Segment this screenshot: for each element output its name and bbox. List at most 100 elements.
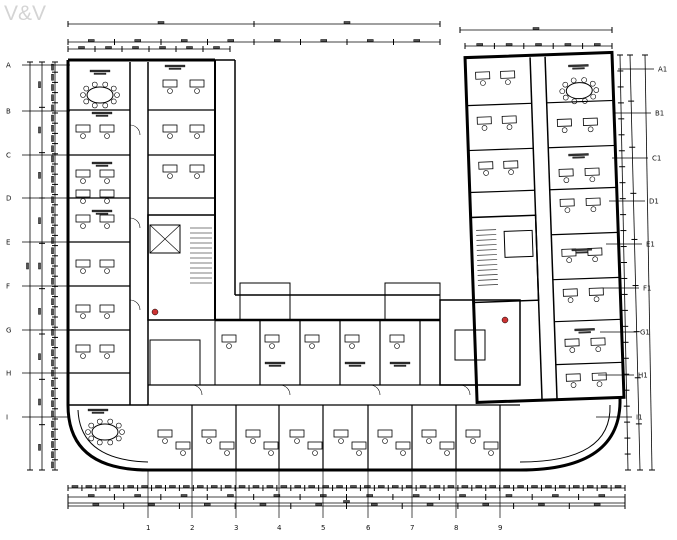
axis-label-1: 1 [146, 524, 150, 532]
dim-value [459, 494, 466, 497]
axis-label-2: 2 [190, 524, 194, 532]
dim-value [159, 46, 166, 49]
desk [99, 259, 115, 268]
chair [394, 343, 400, 349]
chair [167, 133, 173, 139]
room-label [264, 361, 286, 365]
chair [444, 450, 450, 456]
desk [189, 79, 205, 88]
desk [395, 441, 411, 450]
conference-table [86, 86, 114, 104]
chair [107, 418, 114, 425]
stair-step [477, 274, 498, 276]
desk [559, 198, 575, 207]
dim-value [322, 485, 329, 488]
stair-step [477, 259, 498, 261]
dim-value [210, 485, 218, 488]
dim-value [371, 503, 378, 506]
dim-value [197, 485, 204, 488]
chair [83, 85, 90, 92]
chair [115, 435, 122, 442]
axis-label-C: C [6, 152, 11, 160]
furniture [75, 64, 509, 456]
dim-value [38, 217, 41, 224]
chair [104, 133, 110, 139]
chair [80, 353, 86, 359]
desk [591, 372, 607, 381]
dim-value [573, 485, 580, 488]
chair [426, 438, 432, 444]
room-label [93, 72, 107, 75]
dim-value [343, 21, 351, 24]
chair [593, 296, 600, 302]
chair [508, 169, 514, 175]
desk [556, 118, 572, 127]
dim-value [88, 39, 95, 42]
desk [162, 124, 178, 133]
dim-value [186, 46, 193, 49]
desk [503, 160, 519, 169]
room-label [91, 411, 105, 414]
room-label [344, 361, 366, 365]
chair [483, 170, 489, 176]
dim-value [51, 461, 54, 469]
chair [194, 88, 200, 94]
bottom-right-curved-wall-inner [519, 404, 611, 463]
corridor-wall [544, 56, 558, 400]
axis-label-D: D [6, 195, 11, 203]
chair [561, 127, 568, 133]
elevator [149, 224, 181, 254]
desk [99, 189, 115, 198]
dim-value [183, 485, 190, 488]
elevator [503, 229, 534, 258]
desk [189, 124, 205, 133]
chair [206, 438, 212, 444]
door-swing [191, 384, 203, 396]
axis-label-E: E [6, 239, 10, 247]
dim-value [38, 126, 41, 134]
stair-step [476, 254, 497, 256]
dim-value [51, 84, 54, 91]
chair [595, 346, 602, 352]
dim-value [180, 494, 188, 497]
restroom-right [454, 329, 486, 361]
desk [162, 79, 178, 88]
axis-label-7: 7 [410, 524, 414, 532]
chair [400, 450, 406, 456]
dim-value [252, 485, 260, 488]
desk [439, 441, 455, 450]
dim-value [266, 485, 274, 488]
dim-value [51, 165, 54, 173]
desk [565, 373, 581, 382]
room-label [578, 331, 591, 334]
dim-value [51, 380, 54, 387]
core-right-wing [469, 214, 540, 304]
chair [382, 438, 388, 444]
stair-step [476, 234, 497, 236]
room-label [91, 111, 113, 115]
dim-value [51, 318, 54, 326]
dim-value [38, 81, 41, 88]
desk [75, 189, 91, 198]
dim-value [51, 308, 54, 316]
desk [588, 287, 604, 296]
desk [99, 124, 115, 133]
dim-value [38, 308, 41, 315]
desk [75, 344, 91, 353]
desk [475, 71, 491, 80]
dim-value [535, 43, 542, 46]
door-swing [129, 217, 141, 229]
room-partition [555, 361, 623, 366]
chair [268, 450, 274, 456]
chair [162, 438, 168, 444]
desk [333, 429, 349, 438]
stair-step [477, 279, 498, 281]
axis-label-A: A [6, 62, 11, 70]
dim-value [38, 262, 41, 270]
chair [250, 438, 256, 444]
chair [470, 438, 476, 444]
dim-value [51, 329, 54, 336]
chair [582, 98, 588, 104]
dim-value [51, 125, 54, 132]
